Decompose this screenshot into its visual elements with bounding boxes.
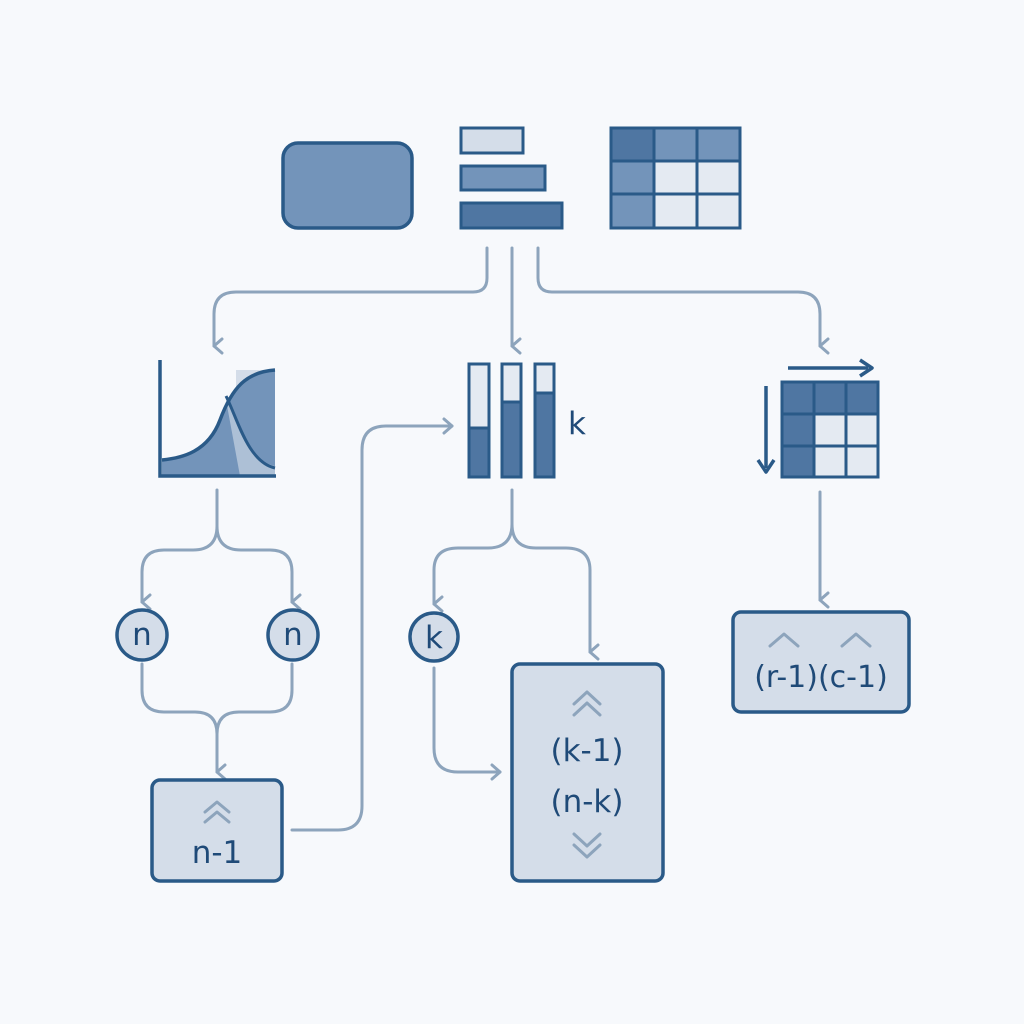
box-right: (r-1)(c-1) bbox=[731, 610, 911, 714]
node-n-left: n bbox=[115, 608, 169, 662]
double-caret-up-icon bbox=[572, 690, 602, 717]
sigmoid-curve-icon bbox=[158, 360, 276, 478]
node-k-label: k bbox=[425, 620, 443, 656]
box-left: n-1 bbox=[150, 778, 284, 883]
vertical-columns-icon bbox=[467, 362, 556, 479]
connector-columns-split-right bbox=[510, 522, 600, 661]
connector-curve-split-right bbox=[215, 524, 302, 611]
box-middle: (k-1) (n-k) bbox=[510, 662, 665, 883]
connector-k-to-box bbox=[432, 666, 502, 781]
box-right-label: (r-1)(c-1) bbox=[754, 660, 888, 695]
connector-box-to-columns bbox=[290, 417, 454, 832]
connector-bars-to-grid bbox=[536, 246, 830, 355]
double-caret-up-icon bbox=[768, 632, 872, 648]
connector-curve-split bbox=[140, 488, 219, 611]
connector-n-right-merge bbox=[215, 662, 294, 736]
connector-columns-split-left bbox=[432, 488, 514, 613]
columns-k-label: k bbox=[568, 406, 586, 442]
node-n-right-label: n bbox=[283, 617, 303, 653]
rounded-rectangle-icon bbox=[281, 141, 414, 230]
connector-n-left-merge bbox=[140, 662, 227, 781]
box-middle-label-2: (n-k) bbox=[551, 784, 624, 820]
box-left-label: n-1 bbox=[192, 835, 243, 871]
node-n-left-label: n bbox=[132, 617, 152, 653]
grid-with-axes-icon bbox=[756, 358, 880, 479]
box-middle-label-1: (k-1) bbox=[550, 733, 623, 769]
stacked-bars-icon bbox=[459, 126, 564, 230]
connector-bars-to-curve bbox=[212, 246, 489, 355]
double-caret-down-icon bbox=[572, 832, 602, 859]
connectors bbox=[140, 246, 830, 832]
node-n-right: n bbox=[266, 608, 320, 662]
double-caret-up-icon bbox=[203, 800, 231, 824]
node-k: k bbox=[408, 611, 460, 663]
grid-table-icon bbox=[609, 126, 742, 230]
